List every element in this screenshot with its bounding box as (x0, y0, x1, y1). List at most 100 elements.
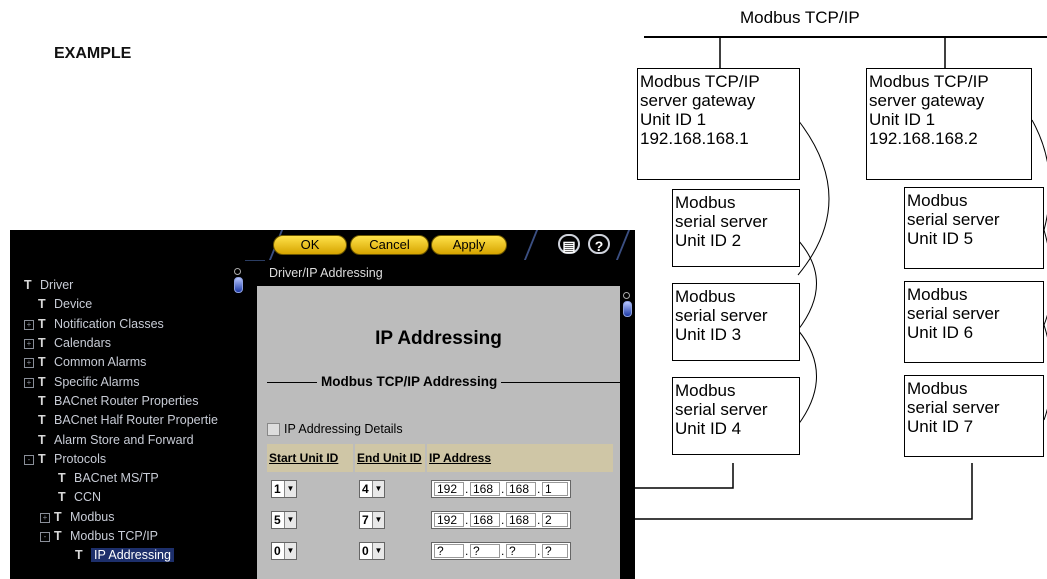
box-line: serial server (675, 400, 768, 419)
content-scrollbar[interactable] (620, 286, 635, 579)
apply-button[interactable]: Apply (431, 235, 507, 255)
expand-icon[interactable]: + (24, 377, 34, 388)
start-unit-select[interactable]: 5▼ (271, 511, 297, 529)
expand-icon[interactable]: + (24, 338, 34, 349)
start-unit-select[interactable]: 1▼ (271, 480, 297, 498)
dropdown-arrow-icon: ▼ (284, 481, 296, 497)
ok-button[interactable]: OK (273, 235, 347, 255)
ip-octet-input[interactable]: 192 (434, 513, 464, 527)
collapse-icon[interactable]: - (40, 531, 50, 542)
toolbar-divider (615, 230, 631, 260)
ip-dot: . (465, 544, 469, 558)
start-unit-select[interactable]: 0▼ (271, 542, 297, 560)
box-line: serial server (675, 306, 768, 325)
ip-octet-input[interactable]: ? (434, 544, 464, 558)
ip-octet-input[interactable]: 1 (542, 482, 568, 496)
content-scroll-top[interactable] (623, 292, 630, 299)
ip-octet-input[interactable]: 168 (470, 513, 500, 527)
tree-node-icon: T (58, 490, 66, 504)
expand-icon[interactable]: + (24, 319, 34, 330)
end-unit-select[interactable]: 0▼ (359, 542, 385, 560)
tree-node-icon: T (38, 297, 46, 311)
ip-octet-input[interactable]: ? (542, 544, 568, 558)
tree-item-label: Device (54, 297, 93, 311)
box-line: serial server (907, 304, 1000, 323)
tree-item-label: Notification Classes (54, 317, 164, 331)
help-icon[interactable]: ? (588, 234, 610, 254)
select-value: 0 (362, 544, 369, 558)
dropdown-arrow-icon: ▼ (284, 512, 296, 528)
bus-label: Modbus TCP/IP (740, 8, 860, 27)
tree-scroll-top[interactable] (234, 268, 241, 275)
ip-address-field: ?. ?. ?. ? (431, 542, 571, 560)
ip-dot: . (537, 513, 541, 527)
cancel-button[interactable]: Cancel (350, 235, 429, 255)
ip-octet-input[interactable]: 2 (542, 513, 568, 527)
end-unit-select[interactable]: 7▼ (359, 511, 385, 529)
content-scrollbar-thumb[interactable] (623, 301, 632, 317)
ip-octet-input[interactable]: 168 (506, 482, 536, 496)
column-header-start-unit[interactable]: Start Unit ID (267, 444, 353, 472)
select-value: 0 (274, 544, 281, 558)
box-line: serial server (907, 210, 1000, 229)
box-line: serial server (907, 398, 1000, 417)
box-line: Unit ID 6 (907, 323, 974, 342)
serial-server-box-7: Modbus serial server Unit ID 7 (904, 375, 1044, 457)
column-header-ip-address[interactable]: IP Address (427, 444, 613, 472)
tree-item-device[interactable]: T Device (38, 295, 92, 313)
gateway-box-1: Modbus TCP/IP server gateway Unit ID 1 1… (637, 68, 800, 180)
tree-node-icon: T (38, 433, 46, 447)
box-line: Unit ID 5 (907, 229, 974, 248)
column-header-end-unit[interactable]: End Unit ID (355, 444, 425, 472)
expand-icon[interactable]: + (24, 357, 34, 368)
box-line: 192.168.168.1 (640, 129, 749, 148)
tree-item-label: Driver (40, 278, 74, 292)
details-checkbox[interactable] (267, 423, 280, 437)
serial-server-box-6: Modbus serial server Unit ID 6 (904, 281, 1044, 363)
serial-server-box-5: Modbus serial server Unit ID 5 (904, 187, 1044, 269)
serial-link-left-1 (797, 119, 830, 276)
ip-address-field: 192. 168. 168. 2 (431, 511, 571, 529)
tree-item-label: Modbus (70, 510, 115, 524)
tree-item-modbus[interactable]: + T Modbus (40, 508, 114, 526)
ip-octet-input[interactable]: ? (470, 544, 500, 558)
collapse-icon[interactable]: - (24, 454, 34, 465)
expand-icon[interactable]: + (40, 512, 50, 523)
box-line: Unit ID 1 (869, 110, 936, 129)
ip-octet-input[interactable]: ? (506, 544, 536, 558)
ip-octet-input[interactable]: 168 (470, 482, 500, 496)
breadcrumb: Driver/IP Addressing (265, 260, 635, 286)
tree-node-icon: T (38, 375, 46, 389)
tree-item-label: Common Alarms (54, 355, 147, 369)
end-unit-select[interactable]: 4▼ (359, 480, 385, 498)
ip-dot: . (465, 513, 469, 527)
tree-item-alarm-store-and-forward[interactable]: T Alarm Store and Forward (38, 431, 194, 449)
tree-node-icon: T (58, 471, 66, 485)
example-label: EXAMPLE (54, 45, 132, 62)
details-checkbox-row[interactable]: IP Addressing Details (267, 422, 403, 437)
ip-octet-input[interactable]: 192 (434, 482, 464, 496)
tree-item-label: BACnet Half Router Propertie (54, 413, 218, 427)
printer-icon[interactable]: ▤ (558, 234, 580, 254)
tree-node-icon: T (54, 510, 62, 524)
ip-octet-input[interactable]: 168 (506, 513, 536, 527)
tree-item-label: BACnet Router Properties (54, 394, 199, 408)
box-line: Unit ID 7 (907, 417, 974, 436)
tree-scrollbar-thumb[interactable] (234, 277, 243, 293)
dropdown-arrow-icon: ▼ (284, 543, 296, 559)
tree-item-label: Alarm Store and Forward (54, 433, 194, 447)
